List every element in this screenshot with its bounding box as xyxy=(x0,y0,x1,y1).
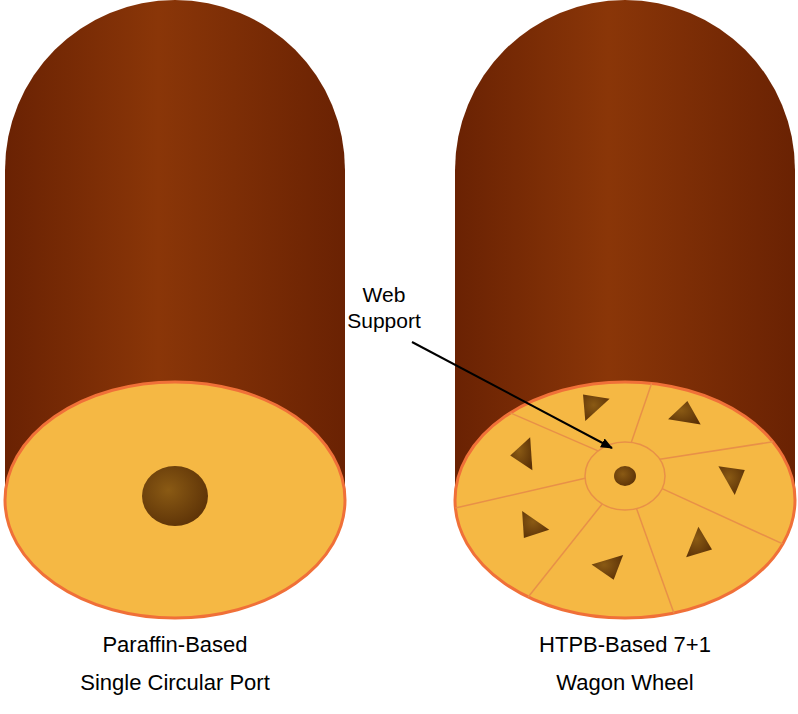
web-support-ring xyxy=(585,442,665,510)
web-spoke xyxy=(631,383,651,442)
triangular-port xyxy=(686,527,712,558)
triangular-port xyxy=(718,466,744,495)
web-spoke xyxy=(510,413,598,451)
web-spoke xyxy=(662,489,783,544)
circular-port xyxy=(142,466,208,526)
caption-label: HTPB-Based 7+1 Wagon Wheel xyxy=(525,626,725,702)
web-spoke xyxy=(528,504,602,597)
wagon-wheel-ports xyxy=(455,383,782,613)
web-spoke xyxy=(660,442,773,459)
caption-label: Paraffin-Based Single Circular Port xyxy=(75,626,275,702)
triangular-port xyxy=(592,555,624,580)
leader-arrow xyxy=(412,342,612,448)
web-spoke xyxy=(455,478,585,508)
triangular-port xyxy=(583,394,610,421)
center-port xyxy=(614,466,636,486)
grain-face xyxy=(455,382,795,618)
triangular-port xyxy=(522,511,549,538)
triangular-port xyxy=(668,401,701,424)
triangular-port xyxy=(510,437,532,470)
web-spoke xyxy=(637,509,674,613)
grain-face xyxy=(5,382,345,618)
callout-label: Web Support xyxy=(344,282,424,334)
